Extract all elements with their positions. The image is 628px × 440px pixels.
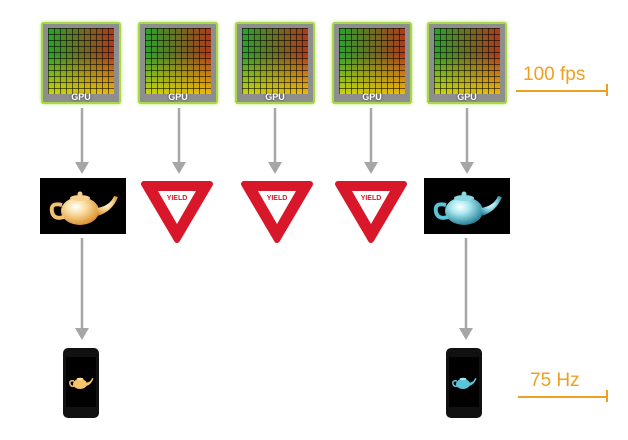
arrow-4 (364, 108, 378, 174)
gpu-label: GPU (457, 92, 477, 102)
fps-label: 100 fps (523, 64, 586, 85)
teapot-icon (69, 377, 94, 389)
yield-text: YIELD (167, 195, 188, 202)
yield-text: YIELD (361, 195, 382, 202)
fps-line (516, 90, 608, 92)
yield-sign-1: YIELD (141, 181, 213, 243)
yield-sign-3: YIELD (335, 181, 407, 243)
arrow-7 (459, 238, 473, 340)
gpu-chip-3: GPU (235, 22, 315, 104)
hz-label: 75 Hz (530, 370, 580, 391)
teapot-frame-cool (424, 178, 510, 234)
hz-line (518, 396, 608, 398)
yield-text: YIELD (267, 195, 288, 202)
gpu-label: GPU (265, 92, 285, 102)
fps-tick (606, 84, 608, 96)
arrow-3 (268, 108, 282, 174)
arrow-1 (75, 108, 89, 174)
arrow-6 (75, 238, 89, 340)
gpu-chip-5: GPU (427, 22, 507, 104)
gpu-label: GPU (362, 92, 382, 102)
teapot-icon (452, 377, 477, 389)
teapot-icon (433, 191, 502, 225)
teapot-icon (49, 191, 118, 225)
yield-sign-2: YIELD (241, 181, 313, 243)
teapot-frame-warm (40, 178, 126, 234)
gpu-chip-4: GPU (332, 22, 412, 104)
gpu-chip-2: GPU (138, 22, 218, 104)
gpu-label: GPU (168, 92, 188, 102)
gpu-label: GPU (71, 92, 91, 102)
arrow-2 (172, 108, 186, 174)
phone-cool (446, 348, 482, 418)
phone-warm (63, 348, 99, 418)
arrow-5 (460, 108, 474, 174)
gpu-chip-1: GPU (41, 22, 121, 104)
hz-tick (606, 390, 608, 402)
